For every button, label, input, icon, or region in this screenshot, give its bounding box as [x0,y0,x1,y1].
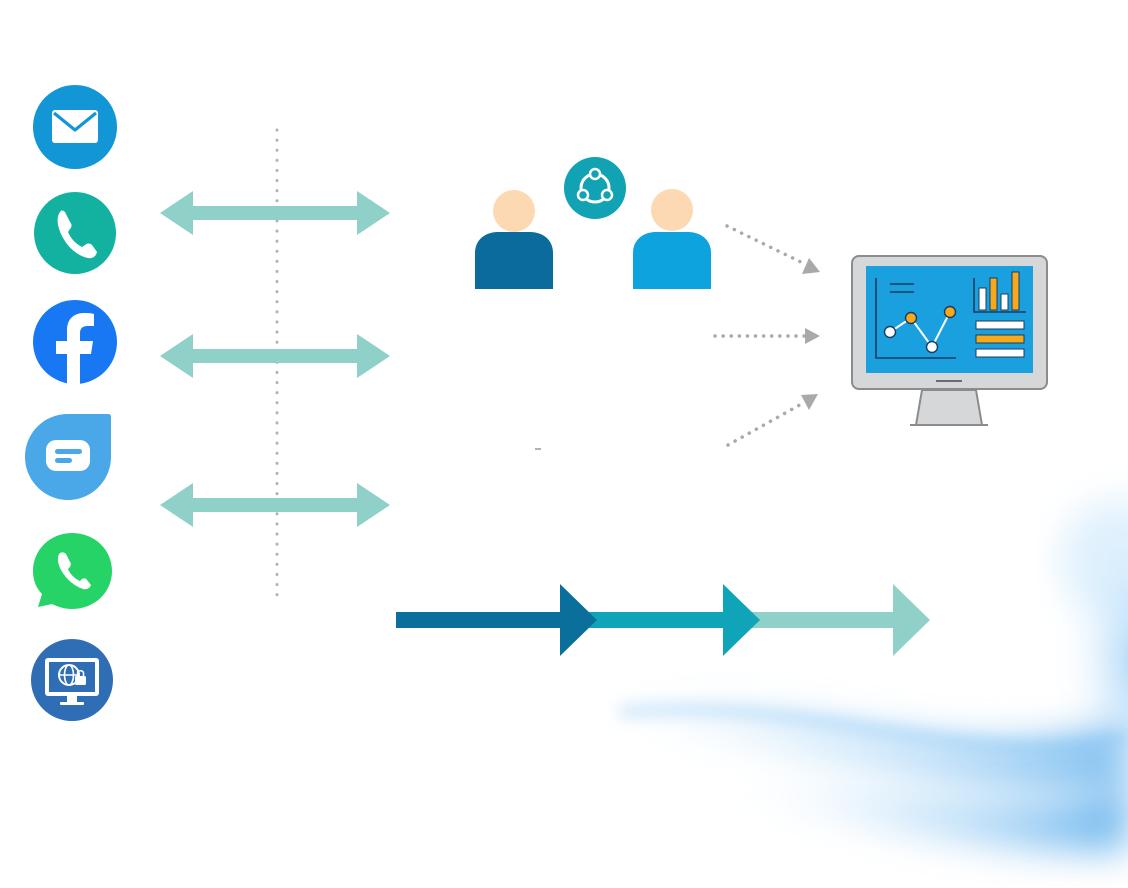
connector-arrows [160,191,390,527]
analytics-monitor-icon [851,255,1048,426]
agent-icon [633,189,711,289]
flow-arrow-mid [588,584,760,656]
dotted-arrows [713,224,820,447]
background-wave [560,500,1128,852]
email-icon[interactable] [33,85,117,169]
flow-arrow-light [752,584,930,656]
agents-group [475,157,711,450]
facebook-icon[interactable] [33,300,117,384]
channel-list [25,85,117,721]
flow-arrow-dark [396,584,597,656]
share-network-icon [564,157,626,219]
chat-bubble-icon[interactable] [25,414,111,500]
flow-arrows [396,584,930,656]
connector-arrow [160,483,390,527]
connector-arrow [160,191,390,235]
whatsapp-icon[interactable] [33,533,112,609]
web-chat-icon[interactable] [31,639,113,721]
agent-icon [475,190,553,289]
connector-arrow [160,334,390,378]
phone-icon[interactable] [34,192,116,274]
